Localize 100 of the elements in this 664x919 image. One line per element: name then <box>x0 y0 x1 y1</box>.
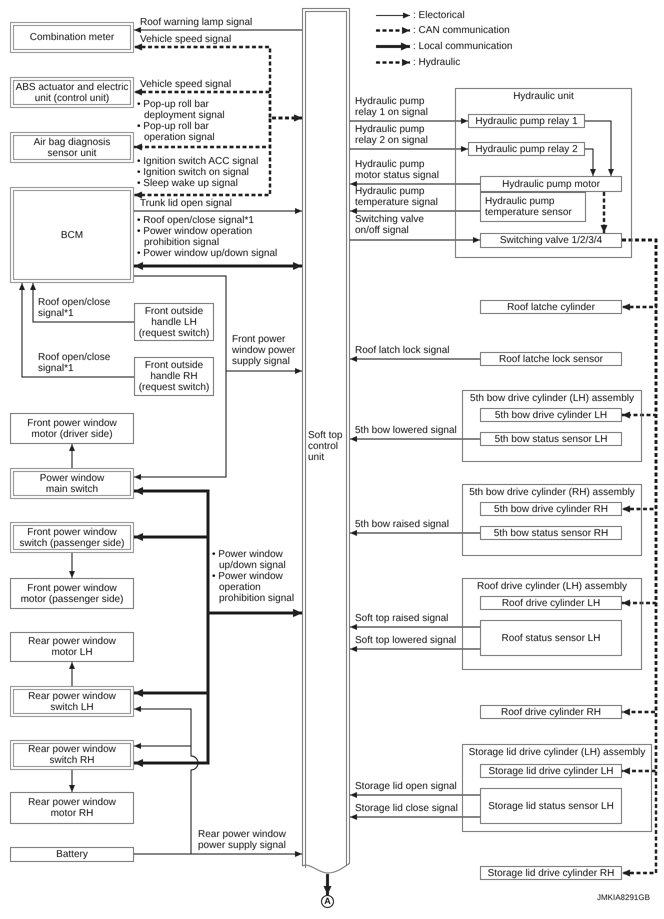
component-box: Roof drive cylinder RH <box>480 705 622 719</box>
edge-label: Hydraulic pump temperature signal <box>355 186 439 208</box>
component-box: Rear power window motor LH <box>10 632 134 662</box>
edge-label: Trunk lid open signal <box>140 198 233 209</box>
component-box: Power window main switch <box>10 468 134 499</box>
arrow <box>350 646 480 652</box>
component-box: Front power window motor (passenger side) <box>10 578 134 609</box>
arrow <box>584 120 614 176</box>
component-box: Rear power window switch LH <box>10 686 134 717</box>
arrow <box>134 208 302 214</box>
component-box: Roof drive cylinder LH <box>480 596 622 610</box>
component-box: Hydraulic pump temperature sensor <box>480 192 586 222</box>
component-box: 5th bow drive cylinder LH <box>480 408 622 422</box>
legend-text: : Electorical <box>413 10 465 20</box>
arrow <box>134 743 198 854</box>
component-box: Storage lid status sensor LH <box>480 788 622 824</box>
component-box: Switching valve 1/2/3/4 <box>480 233 622 248</box>
arrow <box>350 530 480 536</box>
component-box: BCM <box>10 187 134 283</box>
edge-label: • Pop-up roll bar deployment signal • Pop-up roll bar operation signal <box>137 99 226 143</box>
edge-label: Storage lid open signal <box>355 781 458 792</box>
arrow <box>69 444 75 468</box>
component-box: Air bag diagnosis sensor unit <box>10 132 134 163</box>
edge-label: 5th bow raised signal <box>355 519 450 530</box>
component-box: Hydraulic pump relay 1 <box>468 114 585 128</box>
edge-label: Roof warning lamp signal <box>140 17 254 28</box>
component-box: Front power window motor (driver side) <box>10 413 134 444</box>
double-headed-thick-arrow <box>134 262 302 270</box>
arrow <box>134 27 302 33</box>
double-headed-thick-arrow <box>134 609 302 767</box>
component-box: Roof latche cylinder <box>480 300 622 314</box>
arrow <box>350 208 480 214</box>
edge-label: 5th bow lowered signal <box>355 425 458 436</box>
frame-title: 5th bow drive cylinder (LH) assembly <box>470 393 634 404</box>
frame-title: Hydraulic unit <box>513 91 574 102</box>
arrow <box>69 662 75 686</box>
edge-label: Vehicle speed signal <box>140 79 232 90</box>
legend-text: : Local communication <box>413 40 512 52</box>
arrow <box>350 624 480 630</box>
arrow <box>350 118 468 124</box>
component-box: Storage lid drive cylinder RH <box>480 866 622 880</box>
component-box: 5th bow status sensor RH <box>480 526 622 540</box>
unit-name: Soft top control unit <box>308 430 344 463</box>
component-box: Roof latche lock sensor <box>480 352 622 366</box>
group-frame <box>462 578 642 670</box>
edge-label: Roof open/close signal*1 <box>38 297 112 319</box>
group-frame <box>462 390 642 462</box>
component-box: Hydraulic pump motor <box>480 176 622 192</box>
component-box: Front power window switch (passenger side) <box>10 522 134 553</box>
legend-text: : CAN communication <box>413 24 510 36</box>
arrow <box>69 770 75 792</box>
component-box: Combination meter <box>10 22 134 53</box>
component-box: Rear power window switch RH <box>10 740 134 770</box>
edge-label: Vehicle speed signal <box>140 34 232 45</box>
component-box: Battery <box>10 847 134 862</box>
connector-circle: A <box>321 895 334 908</box>
thick-arrow <box>324 874 332 895</box>
edge-label: Front power window power supply signal <box>232 334 296 367</box>
arrow <box>19 282 134 378</box>
component-box: Hydraulic pump relay 2 <box>468 142 585 156</box>
arrow <box>134 276 226 480</box>
component-box: Front outside handle RH (request switch) <box>134 357 214 396</box>
component-box: 5th bow drive cylinder RH <box>480 502 622 516</box>
group-frame <box>462 744 652 832</box>
double-headed-dashed-arrow <box>134 114 302 198</box>
edge-label: Soft top lowered signal <box>355 635 458 646</box>
edge-label: Rear power window power supply signal <box>198 829 287 851</box>
component-box: ABS actuator and electric unit (control unit) <box>10 77 134 108</box>
edge-label: • Roof open/close signal*1 • Power window operation prohibition signal • Power window up/down signal <box>137 215 278 259</box>
component-box: Storage lid drive cylinder LH <box>480 764 622 778</box>
edge-label: Hydraulic pump relay 2 on signal <box>355 124 429 146</box>
arrow <box>30 282 134 322</box>
frame-title: 5th bow drive cylinder (RH) assembly <box>469 487 635 498</box>
arrow <box>350 814 480 820</box>
component-box: Front outside handle LH (request switch) <box>134 303 214 341</box>
control-unit-box <box>302 8 350 874</box>
legend-text: : Hydraulic <box>413 56 460 68</box>
edge-label: • Power window up/down signal • Power window operation prohibition signal <box>212 549 296 604</box>
arrow <box>584 148 596 176</box>
frame-title: Storage lid drive cylinder (LH) assembly <box>468 747 646 758</box>
figure-code: JMKIA8291GB <box>597 893 650 902</box>
edge-label: Hydraulic pump relay 1 on signal <box>355 96 429 118</box>
arrow <box>350 146 468 152</box>
edge-label: Switching valve on/off signal <box>355 214 425 236</box>
component-box: Roof status sensor LH <box>480 620 622 656</box>
group-frame <box>455 88 632 258</box>
edge-label: Storage lid close signal <box>355 803 459 814</box>
edge-label: • Ignition switch ACC signal • Ignition switch on signal • Sleep wake up signal <box>137 156 260 189</box>
arrow <box>350 436 480 442</box>
edge-label: Soft top raised signal <box>355 613 450 624</box>
edge-label: Hydraulic pump motor status signal <box>355 159 440 181</box>
arrow <box>350 237 480 243</box>
component-box: Rear power window motor RH <box>10 792 134 824</box>
arrow <box>69 552 75 578</box>
arrow <box>350 356 480 362</box>
dashed-arrow <box>600 192 608 233</box>
dashed-arrow <box>622 238 658 876</box>
arrow <box>350 181 480 187</box>
edge-label: Roof open/close signal*1 <box>38 352 112 374</box>
component-box: 5th bow status sensor LH <box>480 432 622 446</box>
